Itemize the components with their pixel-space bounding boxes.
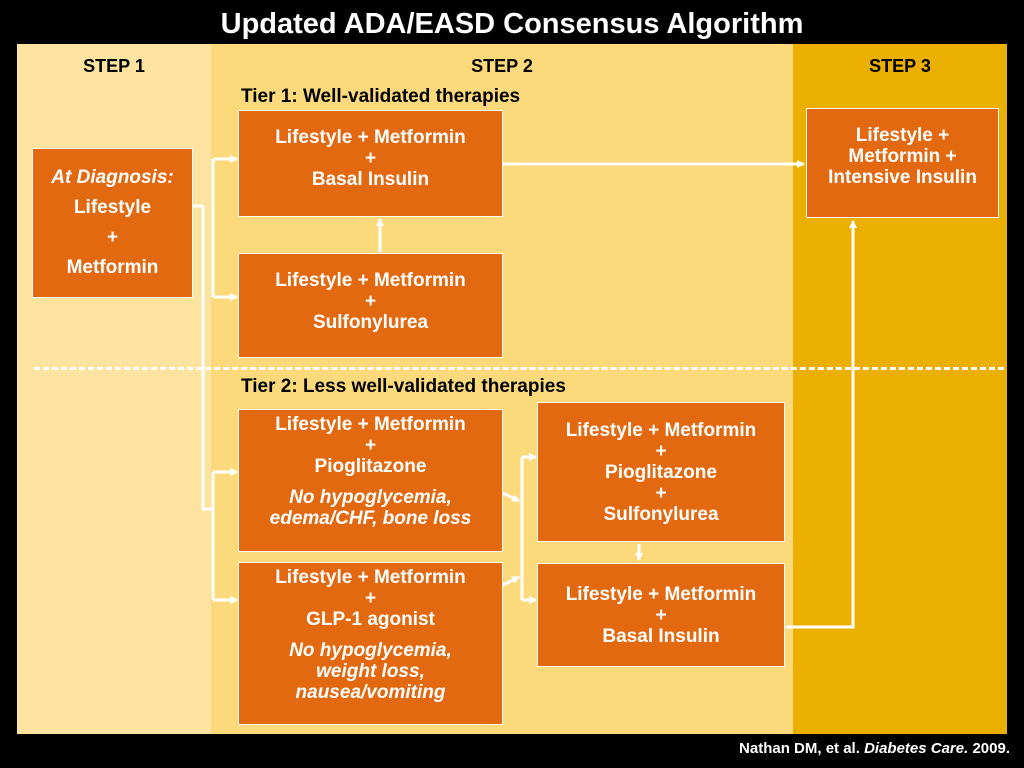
therapy-line: Sulfonylurea xyxy=(312,312,429,333)
therapy-line: + xyxy=(364,148,377,169)
tier2-basal-insulin-box: Lifestyle + Metformin + Basal Insulin xyxy=(537,563,785,667)
diagnosis-line: Metformin xyxy=(66,257,159,278)
therapy-line: + xyxy=(364,435,377,456)
tier1-basal-insulin-box: Lifestyle + Metformin + Basal Insulin xyxy=(238,110,503,217)
tier2-pioglitazone-box: Lifestyle + Metformin + Pioglitazone No … xyxy=(238,409,503,552)
step3-intensive-insulin-box: Lifestyle + Metformin + Intensive Insuli… xyxy=(806,108,999,218)
diagnosis-line: Lifestyle xyxy=(73,197,152,218)
therapy-line: Lifestyle + Metformin xyxy=(275,567,466,588)
tier1-sulfonylurea-box: Lifestyle + Metformin + Sulfonylurea xyxy=(238,253,503,358)
side-effect-note: No hypoglycemia, edema/CHF, bone loss xyxy=(270,487,472,529)
therapy-line: Lifestyle + Metformin xyxy=(275,414,466,435)
therapy-line: Lifestyle + Metformin xyxy=(275,127,466,148)
tier-divider xyxy=(34,367,1004,370)
diagnosis-label: At Diagnosis: xyxy=(51,167,174,188)
note-line: weight loss, xyxy=(316,661,425,682)
therapy-line: + xyxy=(655,604,667,626)
note-line: edema/CHF, bone loss xyxy=(269,508,472,529)
note-line: No hypoglycemia, xyxy=(289,640,452,661)
note-line: No hypoglycemia, xyxy=(289,487,452,508)
therapy-line: + xyxy=(655,440,667,462)
therapy-line: Sulfonylurea xyxy=(603,503,719,525)
therapy-line: Lifestyle + xyxy=(855,125,950,146)
therapy-line: GLP-1 agonist xyxy=(306,609,435,630)
therapy-line: Lifestyle + Metformin xyxy=(275,270,466,291)
diagnosis-line: + xyxy=(106,227,119,248)
tier2-pio-su-box: Lifestyle + Metformin + Pioglitazone + S… xyxy=(537,402,785,542)
therapy-line: Pioglitazone xyxy=(605,461,717,483)
therapy-line: + xyxy=(655,482,667,504)
citation-authors: Nathan DM, et al. xyxy=(739,740,860,757)
slide-title: Updated ADA/EASD Consensus Algorithm xyxy=(220,8,804,40)
tier-2-heading: Tier 2: Less well-validated therapies xyxy=(241,376,566,397)
therapy-line: Metformin + xyxy=(848,146,957,167)
therapy-line: + xyxy=(364,588,377,609)
citation-journal: Diabetes Care. xyxy=(864,740,969,757)
at-diagnosis-box: At Diagnosis: Lifestyle + Metformin xyxy=(32,148,193,298)
step-1-heading: STEP 1 xyxy=(83,56,145,76)
step-3-heading: STEP 3 xyxy=(869,56,931,76)
step-2-heading: STEP 2 xyxy=(471,56,533,76)
tier2-glp1-box: Lifestyle + Metformin + GLP-1 agonist No… xyxy=(238,562,503,725)
therapy-line: + xyxy=(364,291,377,312)
therapy-line: Lifestyle + Metformin xyxy=(565,583,757,605)
note-line: nausea/vomiting xyxy=(295,682,446,703)
therapy-line: Basal Insulin xyxy=(311,169,430,190)
therapy-line: Lifestyle + Metformin xyxy=(565,419,757,441)
therapy-line: Basal Insulin xyxy=(602,625,720,647)
side-effect-note: No hypoglycemia, weight loss, nausea/vom… xyxy=(289,640,452,703)
therapy-line: Pioglitazone xyxy=(314,456,427,477)
therapy-line: Intensive Insulin xyxy=(828,167,977,188)
citation-year: 2009. xyxy=(972,740,1010,757)
tier-1-heading: Tier 1: Well-validated therapies xyxy=(241,86,521,107)
citation: Nathan DM, et al. Diabetes Care. 2009. xyxy=(739,740,1010,757)
